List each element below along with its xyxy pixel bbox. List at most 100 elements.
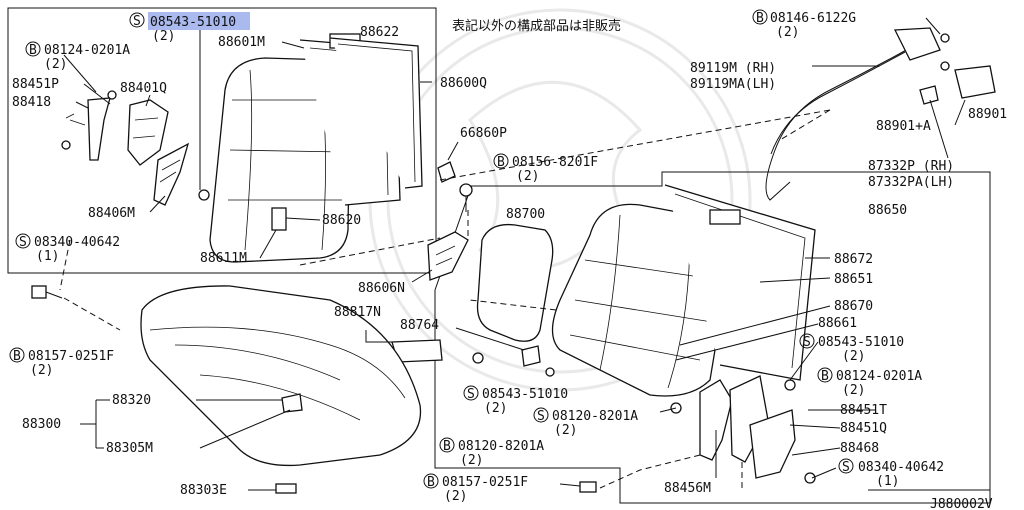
label-88451t: 88451T xyxy=(840,403,887,418)
label-qty-l01: (2) xyxy=(152,29,175,44)
label-08157-0251f-bottom: 08157-0251F xyxy=(442,475,528,490)
marker-b-l14: B xyxy=(497,155,505,170)
upper-left-assembly-box xyxy=(7,7,437,274)
diagram-code: J880002V xyxy=(930,497,993,510)
marker-b-l16: B xyxy=(756,11,764,26)
seatback-left xyxy=(209,57,351,263)
label-88901-a: 88901+A xyxy=(876,119,931,134)
label-88901: 88901 xyxy=(968,107,1007,122)
label-qty-l35: (2) xyxy=(554,423,577,438)
label-89119m-rh: 89119M (RH) xyxy=(690,61,776,76)
label-qty-l05: (2) xyxy=(44,57,67,72)
marker-s-l10: S xyxy=(19,235,27,250)
latch-88901 xyxy=(893,27,996,105)
right-assembly-bracket xyxy=(468,171,991,491)
cover-88406m xyxy=(153,142,190,206)
marker-b-l43: B xyxy=(443,439,451,454)
label-08146-6122g: 08146-6122G xyxy=(770,11,856,26)
label-08340-40642-left: 08340-40642 xyxy=(34,235,120,250)
marker-s-l34: S xyxy=(467,387,475,402)
label-87332pa-lh: 87332PA(LH) xyxy=(868,175,954,190)
marker-s-l35: S xyxy=(537,409,545,424)
label-88320: 88320 xyxy=(112,393,151,408)
release-cable-89119m xyxy=(765,47,911,201)
label-qty-l43: (2) xyxy=(460,453,483,468)
hinge-88451t-88451q xyxy=(670,375,816,484)
label-qty-l14: (2) xyxy=(516,169,539,184)
label-88600q: 88600Q xyxy=(440,76,487,91)
label-qty-l32: (2) xyxy=(842,383,865,398)
label-87332p-rh: 87332P (RH) xyxy=(868,159,954,174)
label-88406m: 88406M xyxy=(88,206,135,221)
label-qty-l10: (1) xyxy=(36,249,59,264)
label-08156-8201f: 08156-8201F xyxy=(512,155,598,170)
label-88305m: 88305M xyxy=(106,441,153,456)
label-08340-40642-right: 08340-40642 xyxy=(858,460,944,475)
label-88418: 88418 xyxy=(12,95,51,110)
label-88650: 88650 xyxy=(868,203,907,218)
label-08157-0251f-left: 08157-0251F xyxy=(28,349,114,364)
label-qty-l31: (2) xyxy=(842,349,865,364)
label-88670: 88670 xyxy=(834,299,873,314)
label-08543-51010-right: 08543-51010 xyxy=(818,335,904,350)
label-08120-8201a-lower: 08120-8201A xyxy=(458,439,544,454)
bolt-08156 xyxy=(459,183,473,212)
marker-b-l45: B xyxy=(427,475,435,490)
label-89119ma-lh: 89119MA(LH) xyxy=(690,77,776,92)
label-88601m: 88601M xyxy=(218,35,265,50)
label-08543-51010-mid: 08543-51010 xyxy=(482,387,568,402)
bolt-88303e xyxy=(275,483,297,494)
clip-66860p xyxy=(437,161,456,183)
label-88611m: 88611M xyxy=(200,251,247,266)
marker-b-l05: B xyxy=(29,43,37,58)
lower-bracket xyxy=(434,290,991,504)
note-not-sold: 表記以外の構成部品は非販売 xyxy=(452,18,621,34)
label-88764: 88764 xyxy=(400,318,439,333)
label-88401q: 88401Q xyxy=(120,81,167,96)
label-qty-l45: (2) xyxy=(444,489,467,504)
marker-s-l01: S xyxy=(133,14,141,29)
label-08120-8201a-mid: 08120-8201A xyxy=(552,409,638,424)
label-qty-l16: (2) xyxy=(776,25,799,40)
label-88606n: 88606N xyxy=(358,281,405,296)
bolt-08157-bottom xyxy=(579,481,597,493)
marker-b-l32: B xyxy=(821,369,829,384)
seatback-frame-right xyxy=(664,184,816,381)
label-88622: 88622 xyxy=(360,25,399,40)
label-08124-0201a-right: 08124-0201A xyxy=(836,369,922,384)
marker-b-l33: B xyxy=(13,349,21,364)
bolt-08157-left xyxy=(31,285,63,299)
label-88451p: 88451P xyxy=(12,77,59,92)
label-88661: 88661 xyxy=(818,316,857,331)
bracket-88451p xyxy=(87,97,111,161)
label-66860p: 66860P xyxy=(460,126,507,141)
label-88303e: 88303E xyxy=(180,483,227,498)
hinge-88606n xyxy=(427,231,469,281)
label-88468: 88468 xyxy=(840,441,879,456)
label-88651: 88651 xyxy=(834,272,873,287)
label-88451q: 88451Q xyxy=(840,421,887,436)
brackets-88817n-88764 xyxy=(391,339,555,377)
label-08543-51010-top: 08543-51010 xyxy=(150,15,236,30)
seat-cushion-88300 xyxy=(140,285,422,467)
leader-lines xyxy=(63,17,966,491)
label-qty-l34: (2) xyxy=(484,401,507,416)
dashed-guide-lines xyxy=(59,109,831,490)
selected-part-highlight xyxy=(148,12,250,30)
seatback-pad-88622 xyxy=(329,37,423,189)
label-88817n: 88817N xyxy=(334,305,381,320)
label-88700: 88700 xyxy=(506,207,545,222)
label-88672: 88672 xyxy=(834,252,873,267)
label-88620: 88620 xyxy=(322,213,361,228)
bolt-set-upper-left xyxy=(61,90,210,201)
armrest-88700 xyxy=(476,223,554,342)
marker-s-l39: S xyxy=(842,460,850,475)
label-88456m: 88456M xyxy=(664,481,711,496)
label-88300: 88300 xyxy=(22,417,61,432)
label-qty-l33: (2) xyxy=(30,363,53,378)
marker-s-l31: S xyxy=(803,335,811,350)
label-qty-l39: (1) xyxy=(876,474,899,489)
label-08124-0201a-left: 08124-0201A xyxy=(44,43,130,58)
